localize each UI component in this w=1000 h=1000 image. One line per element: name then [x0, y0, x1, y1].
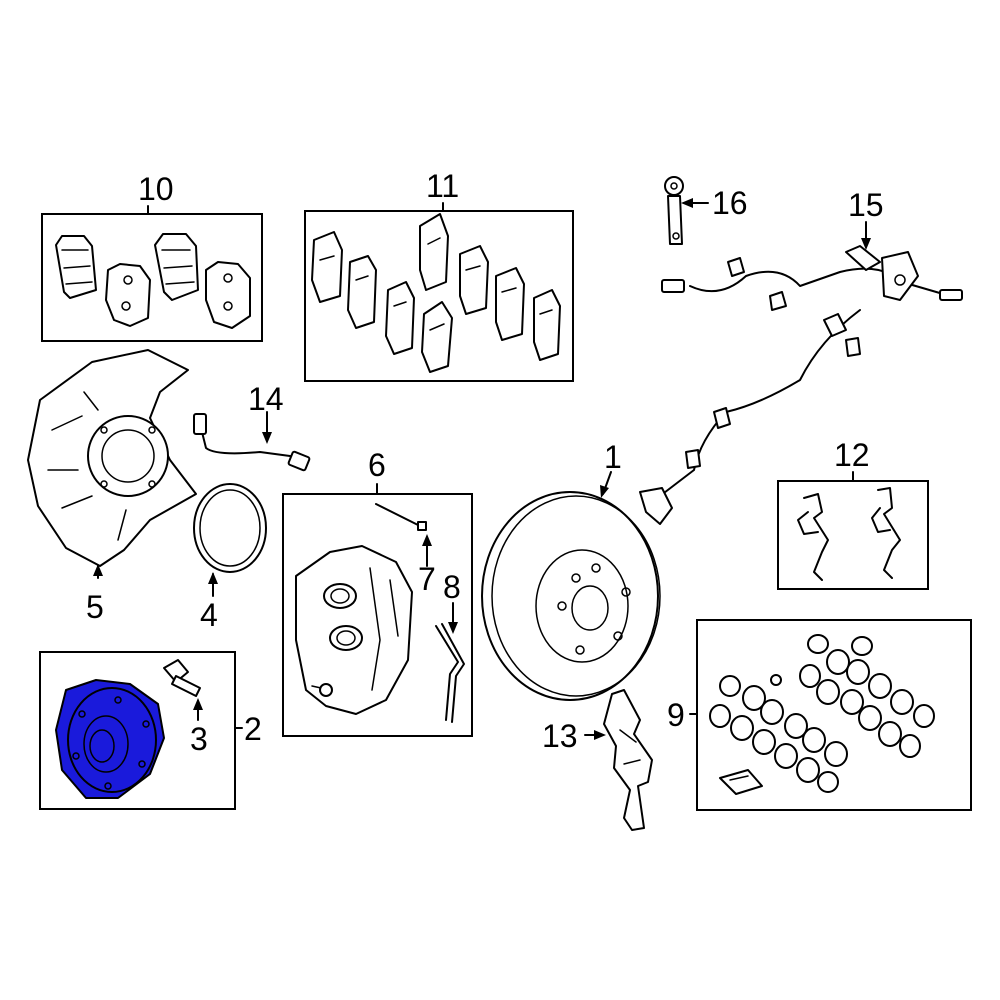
pad-shim[interactable] [311, 213, 561, 373]
callout-11[interactable]: 11 [426, 168, 459, 204]
seal-kit-group: 9 [667, 619, 972, 811]
callout-9[interactable]: 9 [667, 697, 685, 733]
brake-pad-outer-right[interactable] [154, 233, 199, 301]
shim-set-group: 11 [304, 168, 574, 382]
anti-rattle-spring[interactable] [435, 623, 465, 723]
hub-bolt[interactable] [163, 659, 201, 697]
brake-hose[interactable] [193, 413, 311, 472]
callout-15[interactable]: 15 [848, 187, 884, 223]
callout-14[interactable]: 14 [248, 381, 284, 417]
callout-13[interactable]: 13 [542, 718, 578, 754]
brake-pad-outer-left[interactable] [55, 235, 97, 299]
callout-10[interactable]: 10 [138, 171, 174, 207]
support-plate[interactable] [603, 689, 653, 831]
pad-set-frame [41, 213, 263, 342]
seal-ring[interactable] [193, 483, 267, 573]
brake-pad-inner-left[interactable] [105, 263, 151, 327]
pad-clip-group: 12 [777, 437, 929, 590]
seal-ring-set[interactable] [709, 634, 935, 793]
callout-5[interactable]: 5 [86, 589, 104, 625]
hub-bearing-assembly[interactable] [55, 679, 165, 799]
pad-set-group: 10 [41, 171, 263, 342]
callout-6[interactable]: 6 [368, 447, 386, 483]
callout-7[interactable]: 7 [418, 561, 436, 597]
callout-8[interactable]: 8 [443, 569, 461, 605]
pad-clip-frame [777, 480, 929, 590]
callout-2[interactable]: 2 [244, 711, 262, 747]
caliper-group: 6 7 8 [282, 447, 473, 737]
callout-1[interactable]: 1 [604, 439, 622, 475]
dust-shield[interactable] [27, 349, 197, 567]
caliper-pin[interactable] [375, 503, 427, 531]
brake-rotor[interactable] [481, 491, 661, 701]
hose-bracket[interactable] [664, 176, 684, 245]
abs-sensor-harness[interactable] [639, 245, 963, 525]
shim-set-frame [304, 210, 574, 382]
lubricant-packet[interactable] [719, 769, 763, 795]
callout-12[interactable]: 12 [834, 437, 870, 473]
callout-3[interactable]: 3 [190, 721, 208, 757]
callout-16[interactable]: 16 [712, 185, 748, 221]
brake-pad-inner-right[interactable] [205, 261, 251, 329]
hub-group: 2 3 [39, 651, 262, 810]
caliper-assembly[interactable] [295, 545, 413, 715]
pad-clip[interactable] [797, 487, 901, 581]
hub-frame [39, 651, 236, 810]
callout-4[interactable]: 4 [200, 597, 218, 633]
